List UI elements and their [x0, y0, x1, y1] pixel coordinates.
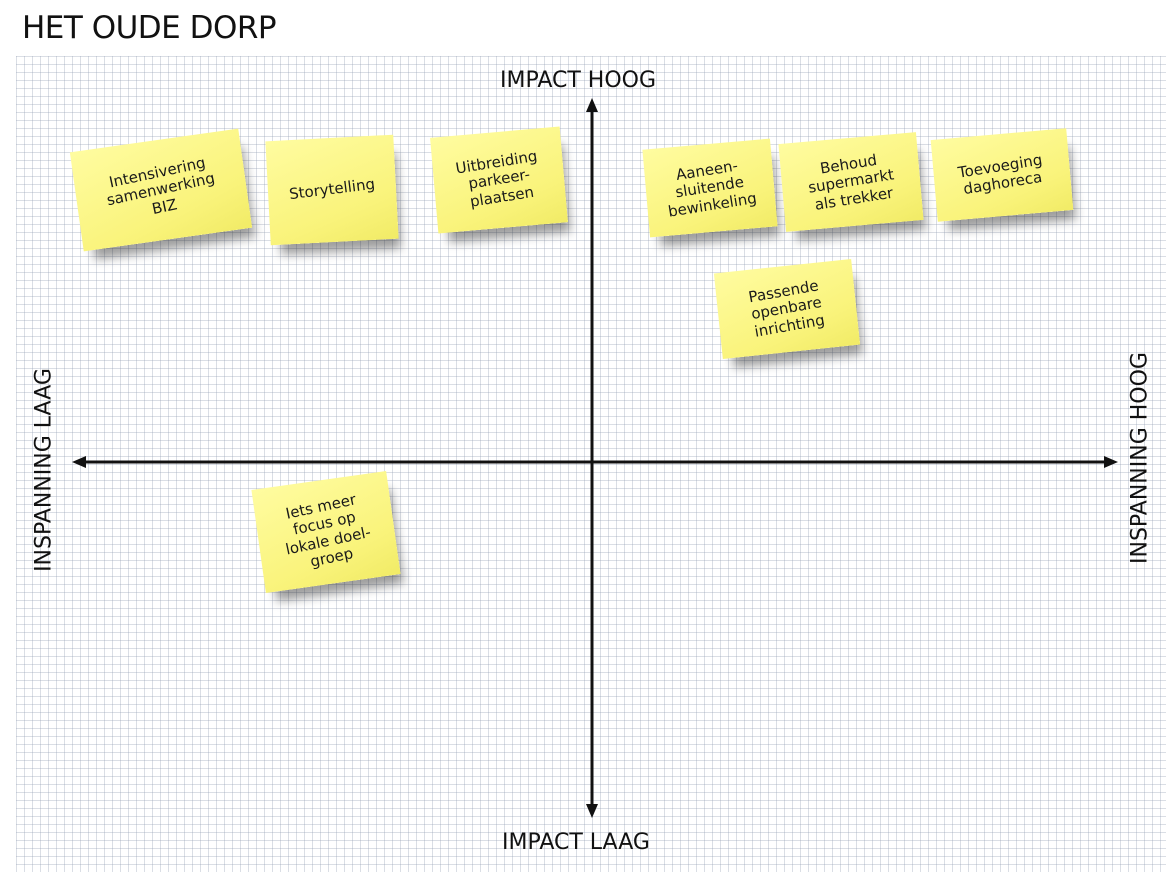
note-text: Iets meer focus op lokale doel- groep [283, 489, 372, 571]
axis-label-impact-low: IMPACT LAAG [502, 830, 650, 855]
note-text: Behoud supermarkt als trekker [806, 150, 896, 214]
sticky-note[interactable]: Toevoeging daghoreca [930, 128, 1074, 222]
sticky-note[interactable]: Aaneen- sluitende bewinkeling [642, 138, 778, 238]
sticky-note[interactable]: Uitbreiding parkeer- plaatsen [430, 126, 568, 234]
axis-label-impact-high: IMPACT HOOG [500, 68, 657, 93]
sticky-note[interactable]: Iets meer focus op lokale doel- groep [251, 471, 401, 593]
sticky-note[interactable]: Storytelling [265, 134, 399, 246]
note-text: Passende openbare inrichting [747, 276, 827, 341]
note-text: Aaneen- sluitende bewinkeling [667, 156, 759, 221]
axis-label-effort-low: INSPANNING LAAG [31, 368, 57, 572]
note-text: Storytelling [288, 175, 376, 204]
sticky-note[interactable]: Behoud supermarkt als trekker [778, 132, 924, 232]
page-title: HET OUDE DORP [22, 10, 277, 46]
note-text: Uitbreiding parkeer- plaatsen [454, 147, 539, 211]
sticky-note[interactable]: Passende openbare inrichting [713, 259, 861, 359]
axis-label-effort-high: INSPANNING HOOG [1127, 352, 1153, 564]
note-text: Intensivering samenwerking BIZ [105, 153, 217, 218]
note-text: Toevoeging daghoreca [957, 150, 1044, 199]
